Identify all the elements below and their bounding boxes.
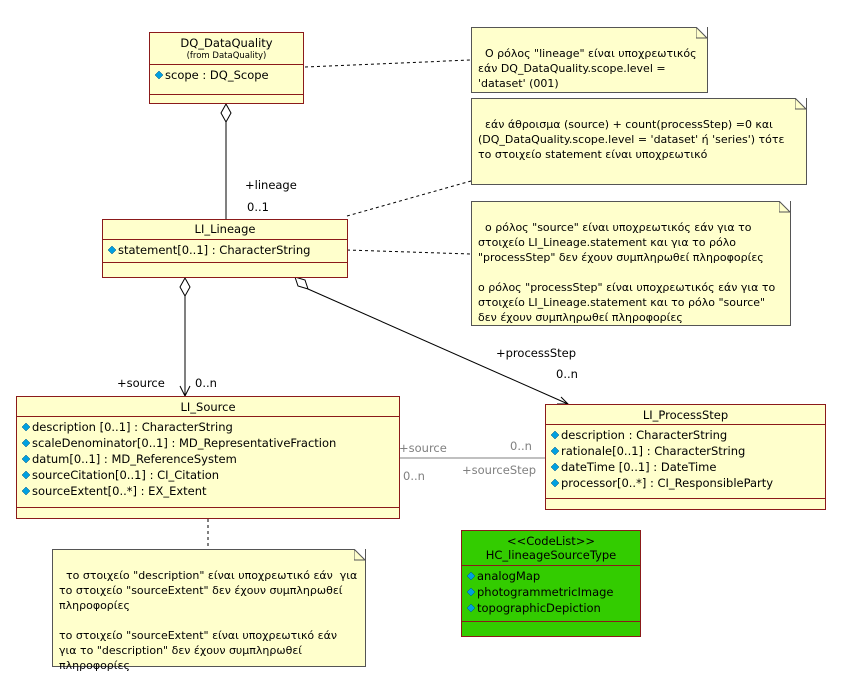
attribute-row: description : CharacterString bbox=[551, 427, 825, 443]
processstep-multiplicity-label: 0..n bbox=[556, 367, 578, 381]
lineage-multiplicity-label: 0..1 bbox=[247, 200, 269, 214]
attribute-row: rationale[0..1] : CharacterString bbox=[551, 443, 825, 459]
association-sourcestep-multiplicity-label: 0..n bbox=[403, 469, 425, 483]
class-name: LI_Source bbox=[180, 400, 236, 414]
note-statement-mandatory[interactable]: εάν άθροισμα (source) + count(processSte… bbox=[471, 98, 807, 185]
attribute-icon bbox=[467, 572, 475, 580]
source-role-label: +source bbox=[117, 376, 165, 390]
class-li-lineage[interactable]: LI_Lineage statement[0..1] : CharacterSt… bbox=[102, 219, 348, 278]
attribute-icon bbox=[551, 431, 559, 439]
class-name: HC_lineageSourceType bbox=[485, 548, 617, 562]
attribute-row: statement[0..1] : CharacterString bbox=[108, 242, 347, 258]
attribute-row: analogMap bbox=[467, 568, 640, 584]
operation-section bbox=[103, 262, 347, 277]
class-name: DQ_DataQuality bbox=[180, 36, 273, 50]
operation-section bbox=[17, 507, 399, 518]
note-fold-icon bbox=[795, 98, 807, 110]
attribute-row: scope : DQ_Scope bbox=[155, 67, 303, 83]
attribute-icon bbox=[467, 604, 475, 612]
attribute-section: description [0..1] : CharacterString sca… bbox=[17, 416, 399, 501]
attribute-icon bbox=[551, 479, 559, 487]
note-fold-icon bbox=[779, 201, 791, 213]
attribute-icon bbox=[22, 423, 30, 431]
class-li-source[interactable]: LI_Source description [0..1] : Character… bbox=[16, 396, 400, 519]
attribute-row: topographicDepiction bbox=[467, 600, 640, 616]
association-sourcestep-role-label: +sourceStep bbox=[462, 463, 537, 477]
attribute-row: scaleDenominator[0..1] : MD_Representati… bbox=[22, 435, 399, 451]
attribute-row: description [0..1] : CharacterString bbox=[22, 419, 399, 435]
class-name: LI_Lineage bbox=[194, 222, 256, 236]
attribute-row: processor[0..*] : CI_ResponsibleParty bbox=[551, 475, 825, 491]
operation-section bbox=[546, 498, 825, 509]
attribute-section: scope : DQ_Scope bbox=[150, 64, 303, 85]
attribute-icon bbox=[551, 463, 559, 471]
class-li-processstep[interactable]: LI_ProcessStep description : CharacterSt… bbox=[545, 404, 826, 510]
attribute-row: sourceExtent[0..*] : EX_Extent bbox=[22, 483, 399, 499]
class-name: LI_ProcessStep bbox=[642, 408, 729, 422]
attribute-icon bbox=[22, 487, 30, 495]
lineage-role-label: +lineage bbox=[245, 178, 297, 192]
class-dq-dataquality[interactable]: DQ_DataQuality (from DataQuality) scope … bbox=[149, 32, 304, 104]
note3-anchor bbox=[346, 249, 472, 255]
attribute-icon bbox=[22, 439, 30, 447]
processstep-role-label: +processStep bbox=[496, 346, 577, 360]
note-description-extent-mandatory[interactable]: το στοιχείο "description" είναι υποχρεωτ… bbox=[52, 549, 366, 672]
note-fold-icon bbox=[354, 549, 366, 561]
processstep-aggregation bbox=[294, 276, 570, 405]
attribute-icon bbox=[108, 246, 116, 254]
attribute-section: statement[0..1] : CharacterString bbox=[103, 239, 347, 260]
attribute-row: datum[0..1] : MD_ReferenceSystem bbox=[22, 451, 399, 467]
operation-section bbox=[150, 94, 303, 103]
association-source-role-label: +source bbox=[399, 441, 447, 455]
association-source-multiplicity-label: 0..n bbox=[510, 439, 532, 453]
attribute-icon bbox=[22, 455, 30, 463]
source-aggregation bbox=[179, 276, 191, 398]
attribute-row: sourceCitation[0..1] : CI_Citation bbox=[22, 467, 399, 483]
operation-section bbox=[462, 621, 640, 636]
note2-anchor bbox=[346, 180, 472, 217]
note-source-processstep-mandatory[interactable]: ο ρόλος "source" είναι υποχρεωτικός εάν … bbox=[471, 201, 791, 326]
attribute-section: analogMap photogrammetricImage topograph… bbox=[462, 565, 640, 618]
source-multiplicity-label: 0..n bbox=[195, 376, 217, 390]
class-stereotype: <<CodeList>> bbox=[506, 534, 596, 548]
attribute-icon bbox=[22, 471, 30, 479]
attribute-icon bbox=[155, 71, 163, 79]
attribute-icon bbox=[467, 588, 475, 596]
note-lineage-mandatory[interactable]: Ο ρόλος "lineage" είναι υποχρεωτικός εάν… bbox=[471, 27, 708, 93]
note-fold-icon bbox=[696, 27, 708, 39]
attribute-icon bbox=[551, 447, 559, 455]
attribute-row: dateTime [0..1] : DateTime bbox=[551, 459, 825, 475]
class-hc-lineagesourcetype[interactable]: <<CodeList>> HC_lineageSourceType analog… bbox=[461, 530, 641, 637]
attribute-row: photogrammetricImage bbox=[467, 584, 640, 600]
note1-anchor bbox=[304, 59, 472, 68]
class-package: (from DataQuality) bbox=[186, 51, 267, 61]
lineage-aggregation bbox=[220, 102, 232, 219]
attribute-section: description : CharacterString rationale[… bbox=[546, 424, 825, 493]
